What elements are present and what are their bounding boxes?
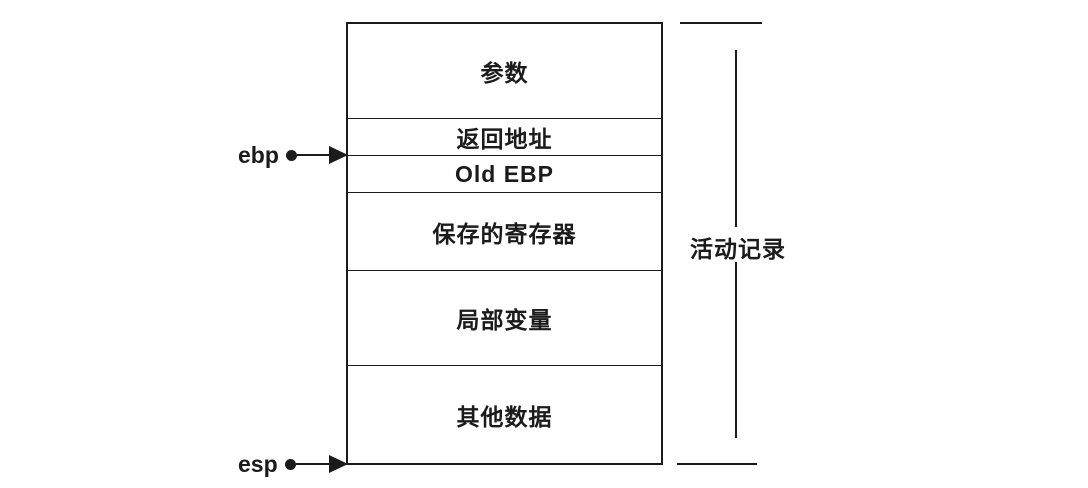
esp-pointer: esp (238, 452, 348, 476)
ebp-pointer-line (296, 154, 329, 156)
stack-row-return-address: 返回地址 (348, 119, 661, 156)
stack-row-label: 局部变量 (456, 307, 553, 333)
ebp-dot-icon (285, 149, 297, 161)
stack-row-label: 参数 (480, 60, 529, 86)
stack-row-label: 其他数据 (456, 403, 553, 430)
stack-row-local-variables: 局部变量 (348, 271, 661, 366)
esp-arrow-right-icon (329, 455, 348, 473)
activation-record-label: 活动记录 (690, 236, 786, 262)
esp-dot-icon (284, 458, 296, 470)
stack-frame-box: 参数 返回地址 Old EBP 保存的寄存器 局部变量 其他数据 (346, 22, 663, 465)
bracket-top-tick (680, 22, 762, 24)
esp-pointer-line (295, 463, 329, 465)
stack-row-parameters: 参数 (348, 24, 661, 119)
ebp-pointer: ebp (238, 143, 348, 167)
stack-row-other-data: 其他数据 (348, 366, 661, 463)
stack-row-old-ebp: Old EBP (348, 156, 661, 193)
bracket-vertical-line-lower (735, 262, 737, 438)
ebp-register-label: ebp (238, 141, 279, 168)
bracket-bottom-tick (677, 463, 757, 465)
bracket-vertical-line-upper (735, 50, 737, 227)
stack-row-label: Old EBP (454, 160, 554, 187)
esp-register-label: esp (238, 450, 278, 477)
ebp-arrow-right-icon (329, 146, 348, 164)
stack-row-label: 保存的寄存器 (432, 220, 577, 247)
stack-row-saved-registers: 保存的寄存器 (348, 193, 661, 271)
stack-row-label: 返回地址 (456, 126, 553, 152)
